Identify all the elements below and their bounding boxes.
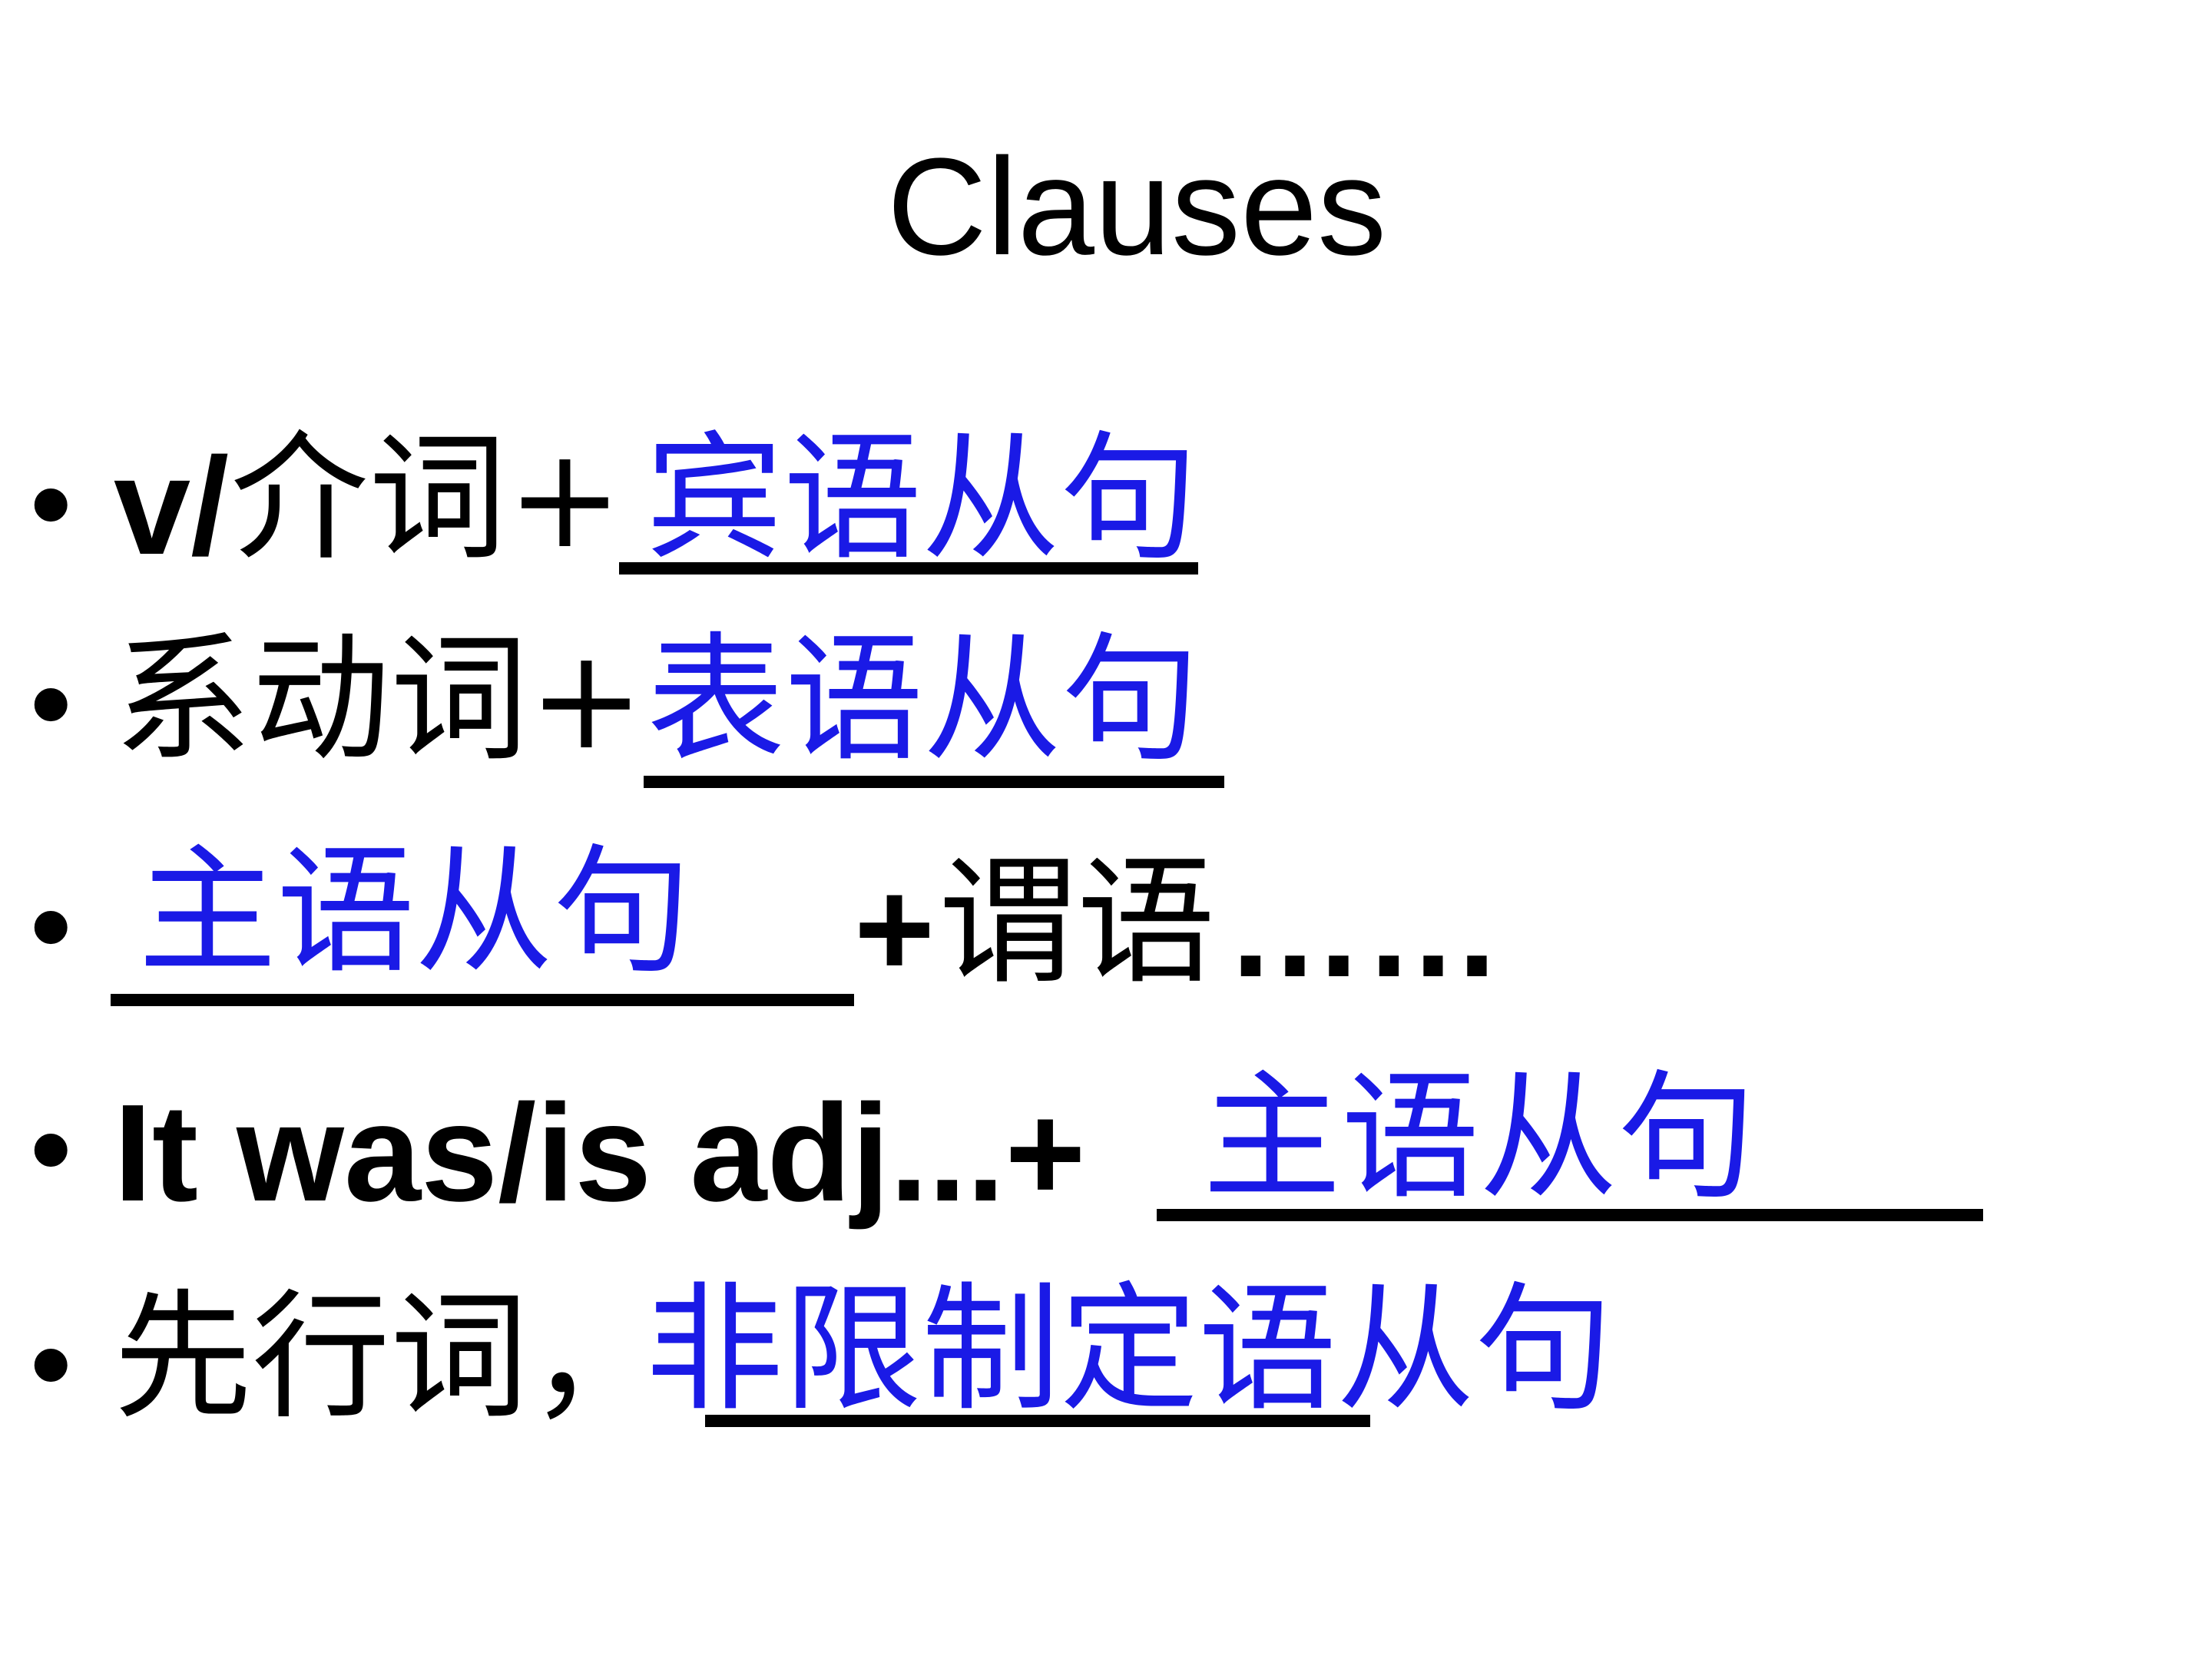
bullet-line-3: • 主语从句 + 谓语 ……	[0, 837, 2212, 1006]
line-prefix: It was/is adj...+	[114, 1076, 1086, 1230]
line-prefix: v/	[114, 429, 230, 584]
answer-underline	[619, 562, 1198, 575]
answer-underline	[1157, 1209, 1983, 1221]
answer-underline	[705, 1415, 1370, 1427]
line-suffix-dots: ……	[1226, 852, 1502, 1006]
line-suffix-plus: +	[854, 852, 935, 1006]
bullet-line-5: • 先行词， 非限制定语从句	[0, 1275, 2212, 1444]
bullet-line-4: • It was/is adj...+ 主语从句	[0, 1060, 2212, 1229]
answer-text: 表语从句	[647, 620, 1200, 780]
answer-text: 宾语从句	[645, 419, 1199, 579]
answer-underline	[644, 776, 1224, 788]
answer-text: 非限制定语从句	[645, 1270, 1614, 1430]
bullet-line-1: • v/ 介词+ 宾语从句	[0, 415, 2212, 584]
bullet-dot: •	[31, 1299, 71, 1428]
bullet-dot: •	[31, 861, 71, 990]
line-prefix-zh: 介词+	[230, 419, 623, 579]
bullet-line-2: • 系动词+ 表语从句	[0, 614, 2212, 788]
answer-underline	[111, 994, 854, 1006]
line-prefix-zh: 系动词+	[114, 620, 644, 780]
bullet-dot: •	[31, 1084, 71, 1213]
answer-text: 主语从句	[138, 832, 692, 992]
bullet-dot: •	[31, 439, 71, 568]
line-suffix-zh: 谓语	[939, 843, 1216, 1003]
slide-title: Clauses	[886, 130, 1387, 284]
bullet-dot: •	[31, 638, 71, 767]
answer-text: 主语从句	[1203, 1058, 1757, 1218]
line-prefix-zh: 先行词，	[114, 1277, 667, 1438]
